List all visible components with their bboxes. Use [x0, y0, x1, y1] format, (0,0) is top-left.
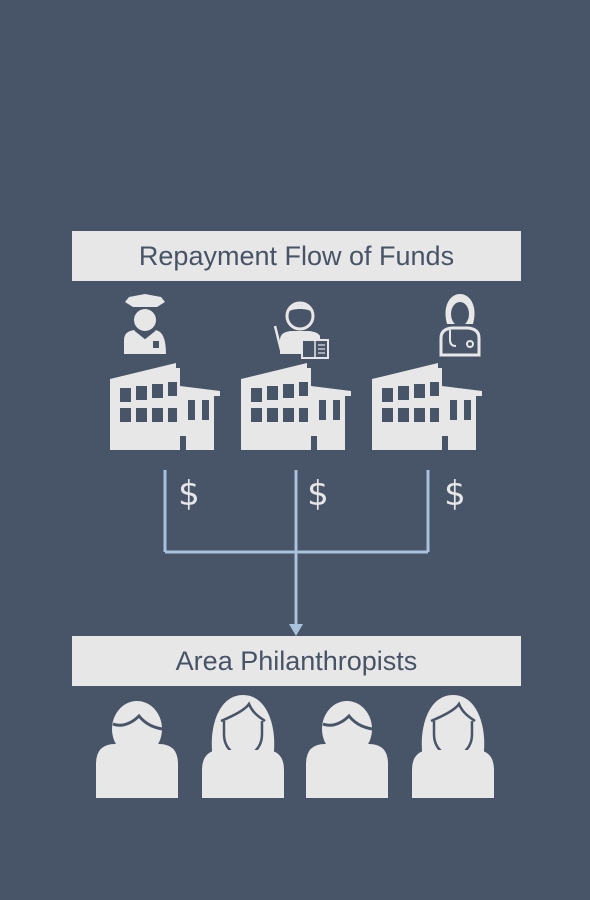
- building-icon: [110, 363, 220, 450]
- recipient-banner: Area Philanthropists: [72, 636, 521, 686]
- building-icon: [372, 363, 482, 450]
- dollar-label: $: [307, 474, 329, 514]
- philanthropist-female-icon: [410, 693, 496, 800]
- recipient-label: Area Philanthropists: [175, 645, 418, 676]
- police-officer-icon: [124, 294, 166, 354]
- building-icon: [241, 363, 351, 450]
- philanthropist-male-icon: [304, 699, 390, 800]
- dollar-label: $: [444, 474, 466, 514]
- flow-arrowhead: [289, 624, 303, 636]
- flow-lines: [163, 470, 430, 624]
- teacher-icon: [273, 301, 329, 359]
- dollar-label: $: [178, 474, 200, 514]
- diagram-title: Repayment Flow of Funds: [138, 240, 455, 271]
- philanthropist-female-icon: [200, 693, 286, 800]
- doctor-icon: [439, 294, 481, 357]
- title-banner: Repayment Flow of Funds: [72, 231, 521, 281]
- philanthropist-male-icon: [94, 699, 180, 800]
